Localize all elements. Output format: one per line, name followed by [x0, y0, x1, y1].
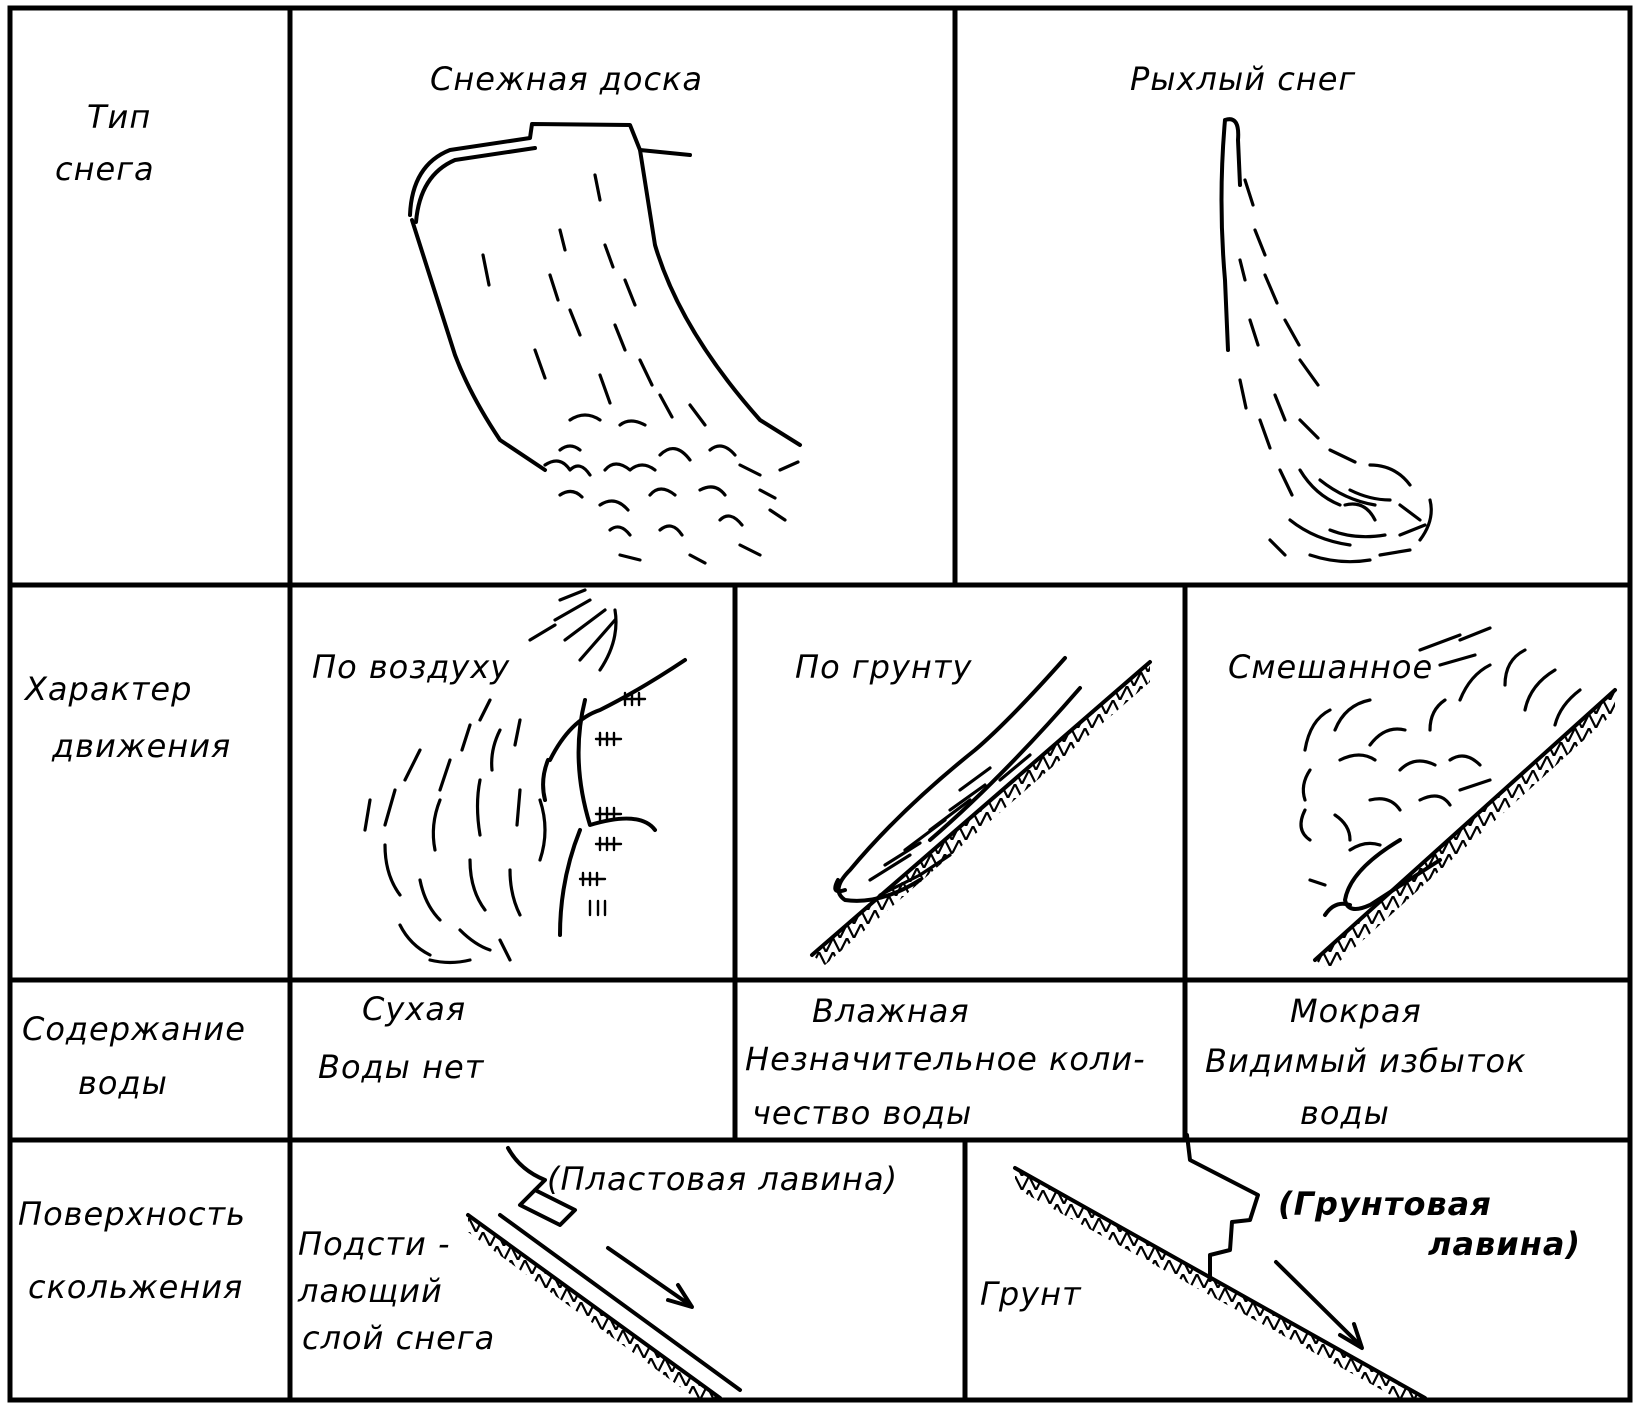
row-label-motion: Характер движения — [23, 670, 231, 765]
motion-airborne-label: По воздуху — [312, 648, 510, 686]
ground-surface-drawing — [1015, 1135, 1425, 1400]
ground-avalanche-label-line2: лавина) — [1428, 1225, 1581, 1263]
row-label-surface: Поверхность скольжения — [18, 1195, 246, 1306]
row-label-surface-line1: Поверхность — [18, 1195, 246, 1233]
row-label-water-line2: воды — [78, 1064, 168, 1102]
snow-slab-title: Снежная доска — [430, 60, 703, 98]
row-label-motion-line2: движения — [51, 727, 231, 765]
row-label-snow-type-line2: снега — [55, 150, 155, 188]
water-wet-title: Мокрая — [1290, 992, 1422, 1030]
ground-avalanche-label-line1: (Грунтовая — [1278, 1185, 1492, 1223]
loose-snow-drawing — [1222, 119, 1432, 562]
underlying-layer-line2: лающий — [297, 1272, 443, 1310]
loose-snow-title: Рыхлый снег — [1130, 60, 1356, 98]
water-dry-desc: Воды нет — [318, 1048, 485, 1086]
ground-flow-drawing — [812, 658, 1150, 965]
water-moist-desc-line2: чество воды — [752, 1094, 972, 1132]
water-moist-title: Влажная — [812, 992, 970, 1030]
water-moist-desc-line1: Незначительное коли- — [745, 1040, 1146, 1078]
underlying-layer-label: Подсти - лающий слой снега — [297, 1225, 495, 1357]
underlying-layer-line1: Подсти - — [298, 1225, 451, 1263]
motion-ground-label: По грунту — [795, 648, 972, 686]
row-label-surface-line2: скольжения — [28, 1268, 243, 1306]
row-label-snow-type-line1: Тип — [87, 98, 151, 136]
water-wet-desc-line1: Видимый избыток — [1205, 1042, 1526, 1080]
snow-slab-drawing — [410, 124, 800, 563]
underlying-layer-line3: слой снега — [302, 1319, 495, 1357]
water-wet-desc-line2: воды — [1300, 1094, 1390, 1132]
row-label-snow-type: Тип снега — [55, 98, 155, 188]
row-label-water-line1: Содержание — [22, 1010, 246, 1048]
slab-avalanche-label: (Пластовая лавина) — [547, 1160, 898, 1198]
row-label-water: Содержание воды — [22, 1010, 246, 1102]
motion-mixed-label: Смешанное — [1228, 648, 1433, 686]
water-dry-title: Сухая — [362, 990, 466, 1028]
row-label-motion-line1: Характер — [23, 670, 192, 708]
ground-label: Грунт — [980, 1275, 1082, 1313]
airborne-drawing — [365, 590, 685, 963]
